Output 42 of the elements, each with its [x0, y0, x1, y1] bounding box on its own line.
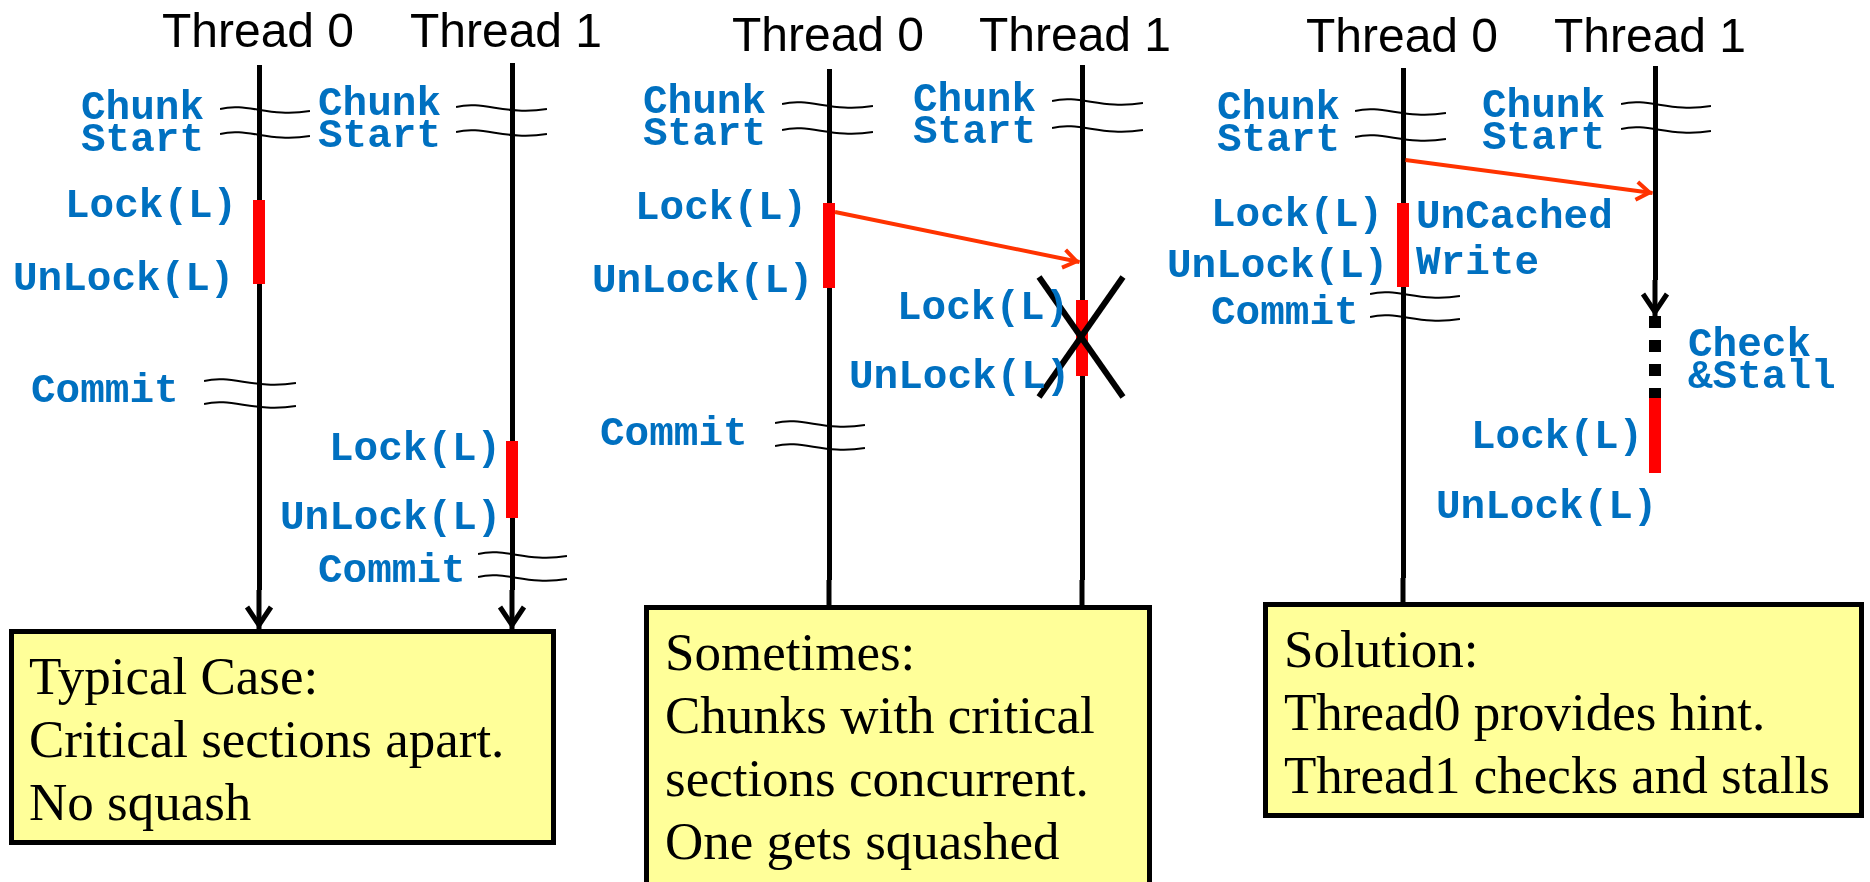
event-label: UnLock(L): [280, 500, 502, 536]
note-heading: Sometimes:: [665, 622, 916, 683]
thread-label: Thread 1: [409, 7, 603, 55]
note-box: [9, 629, 556, 845]
arrow: [497, 590, 527, 629]
note-label: UnCached Write: [1416, 194, 1614, 286]
event-label: UnLock(L): [592, 263, 814, 299]
event-label: UnLock(L): [1167, 248, 1389, 284]
event-label: Commit: [31, 373, 179, 409]
note-box: [1263, 602, 1864, 818]
note-text: Thread1 checks and stalls: [1284, 745, 1830, 806]
event-label: Commit: [318, 553, 466, 589]
event-label: Lock(L): [1471, 419, 1644, 455]
note-box: [644, 605, 1152, 882]
thread-label: Thread 1: [978, 11, 1172, 59]
arrow: [834, 210, 1080, 270]
event-label: UnLock(L): [1436, 489, 1658, 525]
connector-line: [1400, 578, 1406, 602]
event-label: Lock(L): [329, 431, 502, 467]
event-label: Commit: [600, 416, 748, 452]
arrow: [244, 590, 274, 629]
thread-label: Thread 1: [1553, 12, 1747, 60]
connector-line: [1079, 580, 1085, 605]
arrow: [1405, 158, 1653, 202]
thread-label: Thread 0: [161, 7, 355, 55]
note-heading: Solution:: [1284, 619, 1479, 680]
event-label: Commit: [1211, 295, 1359, 331]
note-text: One gets squashed: [665, 811, 1060, 872]
event-label: Lock(L): [65, 188, 238, 224]
thread-label: Thread 0: [731, 11, 925, 59]
event-label: Lock(L): [1211, 197, 1384, 233]
connector-line: [826, 580, 832, 605]
event-label: UnLock(L): [13, 261, 235, 297]
note-text: Critical sections apart.: [29, 709, 505, 770]
arrow: [1640, 280, 1670, 316]
event-label: Lock(L): [635, 190, 808, 226]
note-text: Thread0 provides hint.: [1284, 682, 1766, 743]
thread-label: Thread 0: [1305, 12, 1499, 60]
event-label: Lock(L): [897, 290, 1070, 326]
note-heading: Typical Case:: [29, 646, 319, 707]
note-text: Chunks with critical sections concurrent.: [665, 685, 1096, 809]
note-text: No squash: [29, 772, 252, 833]
